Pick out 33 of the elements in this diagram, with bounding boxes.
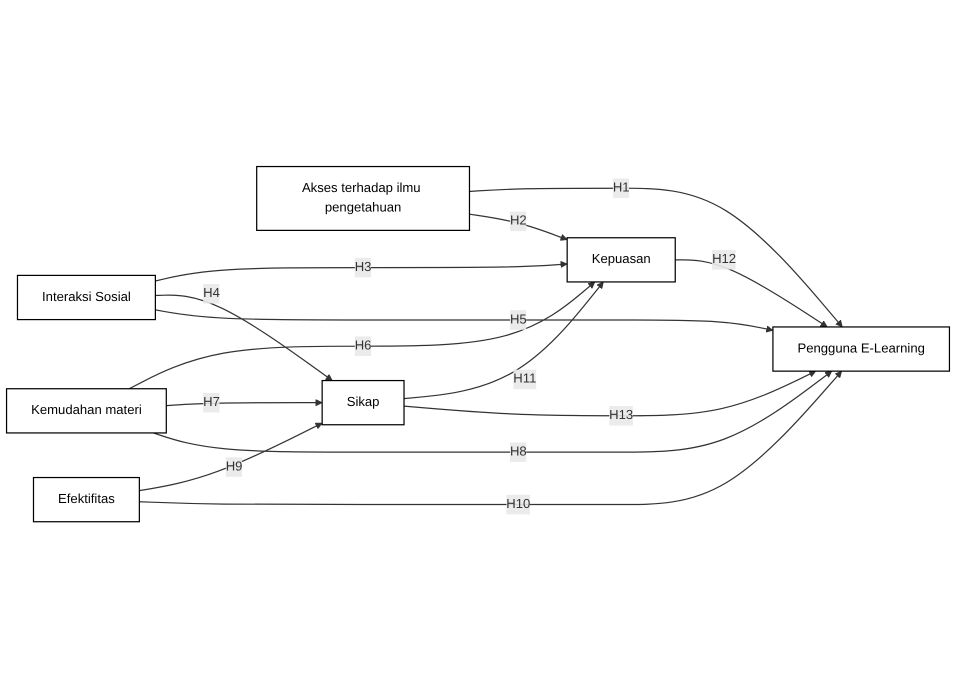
node-box: Akses terhadap ilmu pengetahuan [256, 166, 470, 231]
arrow [166, 398, 322, 406]
edge-label: H9 [226, 460, 242, 474]
node-box: Sikap [322, 380, 405, 426]
arrow [404, 281, 604, 400]
edge-label: H3 [354, 260, 372, 274]
node-box: Kemudahan materi [6, 388, 167, 434]
edge-label: H12 [712, 252, 736, 266]
node-box: Interaksi Sosial [16, 274, 156, 320]
arrow [404, 370, 816, 416]
arrow [469, 213, 568, 241]
arrow [139, 370, 842, 506]
edge-label: H4 [203, 286, 220, 300]
arrow [155, 309, 774, 332]
arrow [469, 187, 843, 328]
edge-label: H8 [510, 444, 527, 459]
arrow [155, 260, 568, 282]
node-box: Pengguna E-Learning [772, 326, 950, 372]
edge-label: H7 [203, 395, 220, 410]
node-box: Efektifitas [32, 476, 140, 522]
arrow [155, 294, 333, 381]
arrow [128, 281, 596, 390]
node-box: Kepuasan [566, 237, 676, 282]
edge-label: H11 [513, 372, 536, 386]
edge-label: H2 [510, 214, 527, 228]
edge-label: H13 [609, 408, 634, 422]
arrow [675, 259, 828, 328]
arrow [139, 422, 322, 492]
edge-label: H1 [612, 180, 630, 195]
edge-label: H5 [510, 312, 527, 326]
edge-label: H6 [354, 338, 372, 353]
edge-label: H10 [506, 497, 530, 511]
arrow [153, 370, 832, 453]
